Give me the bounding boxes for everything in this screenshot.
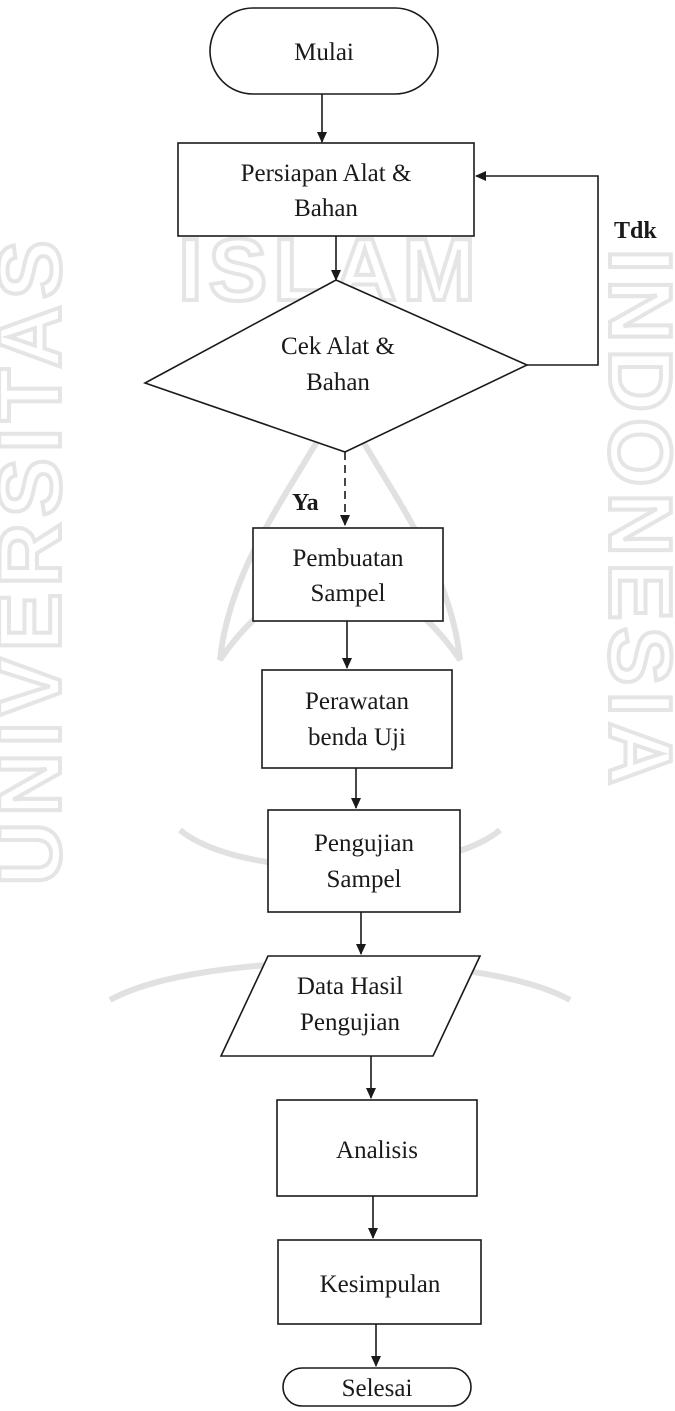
node-start-label: Mulai <box>294 39 354 66</box>
node-result-line-2: Pengujian <box>300 1009 400 1036</box>
node-curing: Perawatan benda Uji <box>261 669 453 769</box>
decision-shape <box>143 279 529 453</box>
process-shape <box>277 1239 482 1325</box>
node-prepare-line-1: Persiapan Alat & <box>241 160 412 187</box>
node-conclusion-label: Kesimpulan <box>320 1271 441 1298</box>
watermark-left-text: UNIVERSITAS <box>0 234 79 885</box>
node-make-sample: Pembuatan Sampel <box>252 527 444 622</box>
node-check-line-2: Bahan <box>306 369 370 396</box>
node-make-sample-line-2: Sampel <box>311 580 386 607</box>
process-shape <box>267 809 461 913</box>
node-prepare-line-2: Bahan <box>294 195 358 222</box>
node-result-data: Data Hasil Pengujian <box>219 955 482 1057</box>
process-shape <box>252 527 444 622</box>
watermark-right-text: INDONESIA <box>591 249 675 792</box>
process-shape <box>261 669 453 769</box>
data-io-shape <box>219 955 482 1057</box>
terminator-shape <box>209 7 439 95</box>
node-end-label: Selesai <box>342 1375 413 1402</box>
node-make-sample-line-1: Pembuatan <box>292 545 404 572</box>
node-end: Selesai <box>282 1367 472 1407</box>
node-analysis-label: Analisis <box>336 1137 418 1164</box>
edge-label-no: Tdk <box>614 218 657 244</box>
node-start: Mulai <box>209 7 439 95</box>
node-check-line-1: Cek Alat & <box>281 333 395 360</box>
node-result-line-1: Data Hasil <box>297 973 403 1000</box>
node-curing-line-1: Perawatan <box>305 688 410 715</box>
node-testing-line-1: Pengujian <box>314 830 414 857</box>
edge-label-yes: Ya <box>292 490 319 516</box>
node-testing: Pengujian Sampel <box>267 809 461 913</box>
edges <box>317 94 599 1367</box>
node-testing-line-2: Sampel <box>327 866 402 893</box>
process-shape <box>177 142 475 237</box>
terminator-shape <box>282 1367 472 1407</box>
node-conclusion: Kesimpulan <box>277 1239 482 1325</box>
node-curing-line-2: benda Uji <box>308 724 406 751</box>
node-analysis: Analisis <box>276 1099 478 1197</box>
process-shape <box>276 1099 478 1197</box>
edge-check-no-loop <box>475 171 599 366</box>
node-prepare: Persiapan Alat & Bahan <box>177 142 475 237</box>
node-check: Cek Alat & Bahan <box>143 279 529 453</box>
